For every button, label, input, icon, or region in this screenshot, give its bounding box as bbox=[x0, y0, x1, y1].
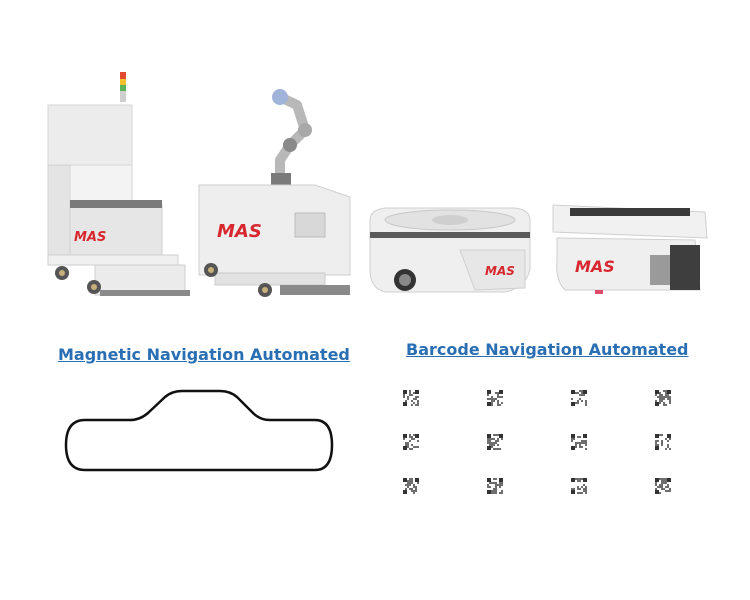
qr-code-icon bbox=[655, 478, 671, 494]
cobot-agv-logo: MAS bbox=[217, 221, 262, 242]
qr-code-icon bbox=[487, 434, 503, 450]
qr-code-icon bbox=[487, 390, 503, 406]
cart-agv-illustration: MAS bbox=[47, 72, 190, 296]
magnetic-track-path bbox=[64, 389, 334, 472]
qr-code-icon bbox=[571, 434, 587, 450]
qr-code-icon bbox=[655, 390, 671, 406]
qr-code-icon bbox=[403, 434, 419, 450]
qr-code-icon bbox=[655, 434, 671, 450]
cart-agv-logo: MAS bbox=[74, 230, 106, 245]
conveyor-agv-logo: MAS bbox=[575, 257, 615, 276]
conveyor-agv-illustration: MAS bbox=[552, 204, 708, 294]
lift-agv-illustration: MAS bbox=[369, 207, 531, 293]
qr-code-icon bbox=[571, 478, 587, 494]
lift-agv-logo: MAS bbox=[485, 264, 515, 278]
cobot-agv-illustration: MAS bbox=[198, 89, 351, 297]
qr-code-icon bbox=[403, 478, 419, 494]
qr-code-icon bbox=[487, 478, 503, 494]
qr-code-icon bbox=[571, 390, 587, 406]
magnetic-navigation-heading[interactable]: Magnetic Navigation Automated bbox=[58, 345, 350, 364]
barcode-navigation-heading[interactable]: Barcode Navigation Automated bbox=[406, 340, 689, 359]
qr-code-icon bbox=[403, 390, 419, 406]
